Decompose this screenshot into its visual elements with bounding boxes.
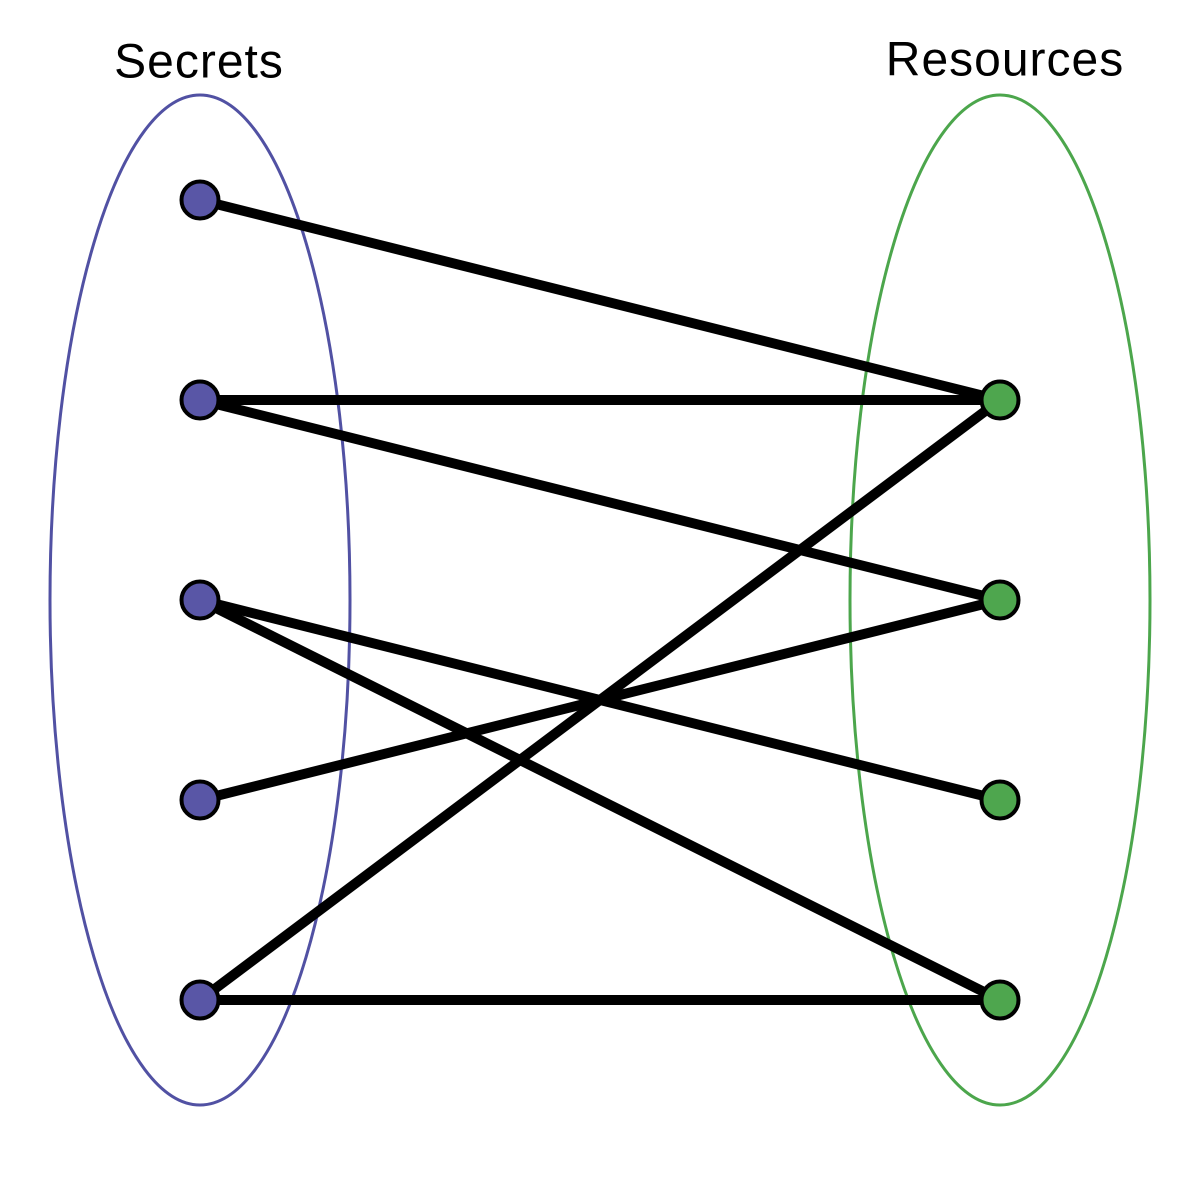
edge-s2-r2: [198, 395, 1002, 605]
resources-set-label: Resources: [885, 33, 1125, 87]
resources-ellipse: [848, 93, 1152, 1107]
nodes: [179, 179, 1021, 1021]
secrets-ellipse: [48, 93, 352, 1107]
node-s5: [179, 979, 221, 1021]
secrets-set-label: Secrets: [114, 35, 284, 89]
node-r4: [979, 979, 1021, 1021]
node-r3: [979, 779, 1021, 821]
edge-s5-r1: [197, 396, 1003, 1004]
set-ellipses: [48, 93, 1152, 1107]
edge-s1-r1: [198, 195, 1002, 405]
edge-s3-r4: [197, 595, 1003, 1005]
node-s2: [179, 379, 221, 421]
edges: [197, 195, 1003, 1005]
node-s3: [179, 579, 221, 621]
node-s1: [179, 179, 221, 221]
node-r2: [979, 579, 1021, 621]
node-s4: [179, 779, 221, 821]
node-r1: [979, 379, 1021, 421]
